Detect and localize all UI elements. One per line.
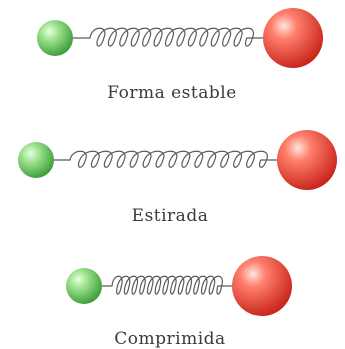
compressed-caption: Comprimida bbox=[114, 329, 225, 349]
stretched-small-ball bbox=[18, 142, 54, 178]
stretched-large-ball bbox=[277, 130, 337, 190]
stable-small-ball bbox=[37, 20, 73, 56]
compressed-large-ball bbox=[232, 256, 292, 316]
stable-spring bbox=[73, 28, 263, 46]
compressed-spring bbox=[102, 276, 232, 294]
stable-state: Forma estable bbox=[37, 8, 323, 103]
stretched-state: Estirada bbox=[18, 130, 337, 226]
compressed-state: Comprimida bbox=[66, 256, 292, 349]
compressed-small-ball bbox=[66, 268, 102, 304]
stable-caption: Forma estable bbox=[107, 83, 237, 103]
stretched-spring bbox=[54, 151, 277, 167]
stable-large-ball bbox=[263, 8, 323, 68]
stretched-caption: Estirada bbox=[132, 206, 209, 226]
